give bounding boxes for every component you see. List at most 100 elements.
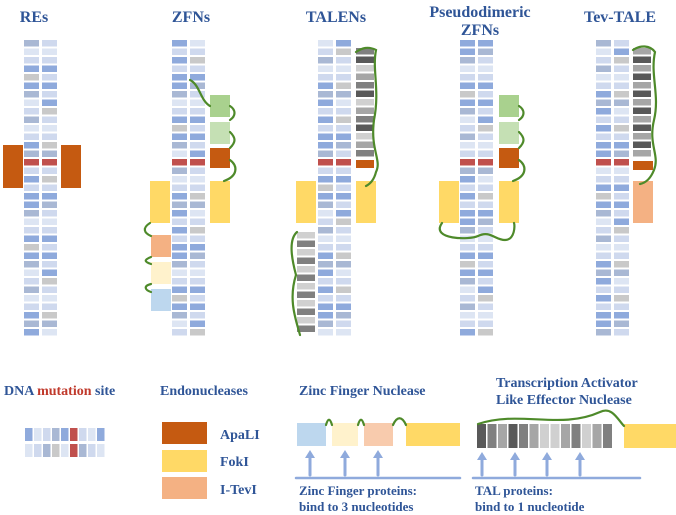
zfn-schematic-linker-2: [356, 418, 366, 427]
dna-cell: [460, 133, 475, 140]
tev-tale-linker: [631, 45, 658, 186]
dna-cell: [42, 286, 57, 293]
dna-cell: [24, 65, 39, 72]
dna-cell: [172, 74, 187, 81]
dna-cell: [336, 116, 351, 123]
dna-cell: [24, 278, 39, 285]
dna-cell: [42, 218, 57, 225]
dna-cell: [596, 40, 611, 47]
dna-cell: [596, 201, 611, 208]
dna-cell: [172, 261, 187, 268]
dna-cell: [24, 176, 39, 183]
mini-dna-cell: [61, 428, 69, 441]
dna-cell: [24, 303, 39, 310]
dna-cell: [24, 244, 39, 251]
pseudo-zf-green-2: [499, 122, 519, 144]
mini-dna-cell: [43, 444, 51, 457]
dna-cell: [460, 329, 475, 336]
talen-schematic-repeat: [540, 424, 549, 448]
dna-cell: [478, 176, 493, 183]
pseudo-zf-orange: [499, 148, 519, 168]
linker-curves: [143, 45, 658, 337]
tale-repeat-left: [297, 249, 315, 256]
dna-cell: [478, 278, 493, 285]
talen-schematic-repeat: [571, 424, 581, 448]
talen-linker-right: [354, 46, 379, 188]
dna-cell: [172, 235, 187, 242]
dna-cell: [614, 57, 629, 64]
dna-cell: [614, 210, 629, 217]
dna-cell: [42, 82, 57, 89]
dna-cell: [172, 99, 187, 106]
tale-repeat-right: [356, 124, 374, 131]
itevi-domain: [633, 181, 653, 223]
dna-cell: [596, 218, 611, 225]
zfn-schematic-linker-3: [391, 417, 408, 427]
tev-tale-repeat: [633, 90, 651, 97]
apali-domain-left: [3, 145, 23, 188]
dna-cell: [336, 133, 351, 140]
dna-cell: [460, 176, 475, 183]
dna-cell: [42, 133, 57, 140]
zinc-finger-blue: [151, 289, 171, 311]
dna-cell: [460, 48, 475, 55]
dna-cell: [336, 150, 351, 157]
talen-section-title-line2: Like Effector Nuclease: [496, 393, 632, 408]
dna-cell: [478, 244, 493, 251]
talen-schematic-repeat: [592, 424, 602, 448]
dna-cell: [24, 193, 39, 200]
dna-cell: [460, 320, 475, 327]
dna-cell: [24, 48, 39, 55]
dna-cell: [172, 210, 187, 217]
dna-cell: [190, 142, 205, 149]
mini-dna-cell: [70, 428, 78, 441]
dna-cell: [172, 252, 187, 259]
tev-tale-repeat: [633, 107, 651, 114]
legend-apali-label: ApaLI: [220, 428, 260, 443]
dna-cell: [478, 133, 493, 140]
pseudo-zf-green-1: [499, 95, 519, 117]
dna-cell: [596, 235, 611, 242]
dna-cell: [596, 82, 611, 89]
dna-cell: [596, 159, 611, 166]
dna-cell: [24, 40, 39, 47]
dna-cell: [42, 150, 57, 157]
dna-cell: [596, 176, 611, 183]
dna-cell: [42, 57, 57, 64]
talen-schematic-repeat: [529, 424, 539, 448]
dna-cell: [614, 235, 629, 242]
dna-cell: [614, 82, 629, 89]
dna-cell: [336, 278, 351, 285]
dna-cell: [614, 269, 629, 276]
dna-cell: [596, 303, 611, 310]
dna-cell: [336, 108, 351, 115]
dna-cell: [172, 159, 187, 166]
dna-cell: [318, 261, 333, 268]
dna-cell: [478, 295, 493, 302]
tale-repeat-left: [297, 266, 315, 273]
dna-cell: [336, 167, 351, 174]
dna-cell: [614, 244, 629, 251]
dna-cell: [614, 312, 629, 319]
dna-cell: [336, 99, 351, 106]
dna-cell: [42, 48, 57, 55]
dna-cell: [336, 91, 351, 98]
legend-foki-swatch: [162, 450, 207, 472]
dna-cell: [42, 252, 57, 259]
talen-caption-line2: bind to 1 nucleotide: [475, 499, 585, 514]
dna-cell: [478, 91, 493, 98]
dna-cell: [42, 320, 57, 327]
dna-cell: [42, 91, 57, 98]
dna-cell: [614, 48, 629, 55]
talen-foki-right: [356, 181, 376, 223]
dna-cell: [24, 261, 39, 268]
dna-cell: [614, 108, 629, 115]
dna-cell: [42, 125, 57, 132]
dna-column-zfns: [172, 40, 205, 336]
dna-cell: [596, 125, 611, 132]
dna-cell: [318, 133, 333, 140]
dna-cell: [336, 235, 351, 242]
dna-cell: [42, 116, 57, 123]
dna-cell: [190, 116, 205, 123]
dna-cell: [336, 40, 351, 47]
